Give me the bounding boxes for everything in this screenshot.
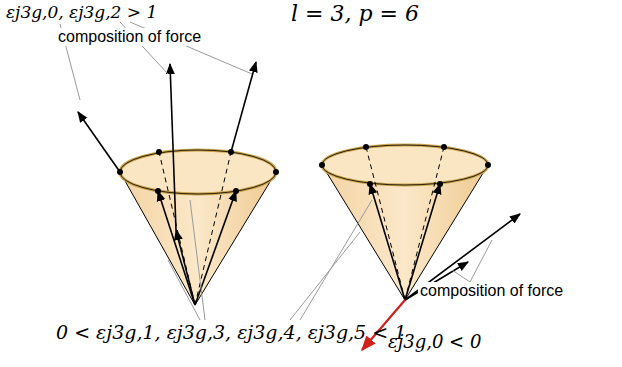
force-label: composition of force: [418, 282, 565, 300]
epsilon-label: εj3g,0 < 0: [388, 332, 481, 352]
right-cone: [319, 144, 520, 350]
leader-lines: [60, 22, 492, 320]
force-label: composition of force: [56, 28, 203, 46]
left-cone: [78, 62, 279, 305]
diagram-title: l = 3, p = 6: [291, 2, 419, 26]
epsilon-label: εj3g,0, εj3g,2 > 1: [6, 3, 157, 22]
epsilon-range-label: 0 < εj3g,1, εj3g,3, εj3g,4, εj3g,5 < 1: [56, 322, 406, 343]
